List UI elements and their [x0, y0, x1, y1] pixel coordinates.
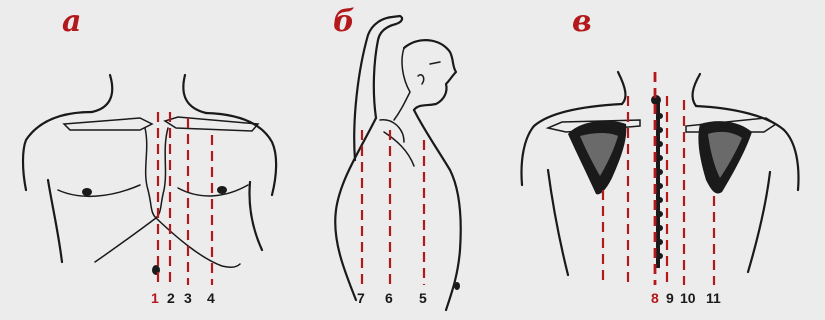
panel-c-right-side [748, 172, 770, 272]
line-label-3: 3 [184, 290, 192, 306]
panel-b-body-front [414, 110, 461, 310]
panel-a-front-view: а 1 2 3 4 [23, 4, 276, 306]
line-label-10: 10 [680, 290, 696, 306]
line-label-9: 9 [666, 290, 674, 306]
line-label-8: 8 [651, 290, 659, 306]
panel-a-shoulder-left [23, 112, 92, 190]
panel-a-left-side [48, 180, 62, 262]
line-label-4: 4 [207, 290, 215, 306]
line-label-11: 11 [706, 290, 721, 306]
panel-c-left-side [548, 170, 568, 275]
line-label-5: 5 [419, 290, 427, 306]
panel-b-letter: б [333, 4, 355, 39]
panel-a-nipple-left [82, 188, 92, 196]
panel-b-side-view: б 7 6 5 [333, 4, 461, 310]
panel-a-nipple-right [217, 186, 227, 194]
line-label-2: 2 [167, 290, 175, 306]
panel-b-body-back [335, 118, 376, 300]
panel-c-neck-right [693, 74, 700, 106]
panel-b-torso-contour [384, 132, 414, 166]
panel-c-back-view: в [522, 4, 799, 306]
panel-b-head [404, 40, 456, 110]
panel-b-ear [418, 75, 424, 84]
panel-a-rib-arch-right [156, 218, 240, 267]
panel-b-hair [394, 48, 410, 120]
panel-a-clavicle-left [64, 118, 152, 130]
line-label-1: 1 [151, 290, 159, 306]
panel-b-navel [454, 282, 460, 290]
panel-a-pectoral-left [58, 185, 140, 196]
panel-c-letter: в [572, 4, 592, 39]
panel-a-letter: а [62, 4, 81, 39]
panel-c-neck-left [618, 72, 625, 104]
line-label-7: 7 [357, 290, 365, 306]
line-label-6: 6 [385, 290, 393, 306]
panel-a-sternum [145, 128, 168, 218]
panel-a-shoulder-right [206, 113, 276, 195]
panel-a-neck-left [92, 75, 112, 112]
panel-a-neck-right [183, 75, 206, 113]
panel-a-right-side [250, 182, 263, 250]
panel-b-eye [430, 62, 440, 64]
panel-a-rib-arch [95, 218, 156, 262]
